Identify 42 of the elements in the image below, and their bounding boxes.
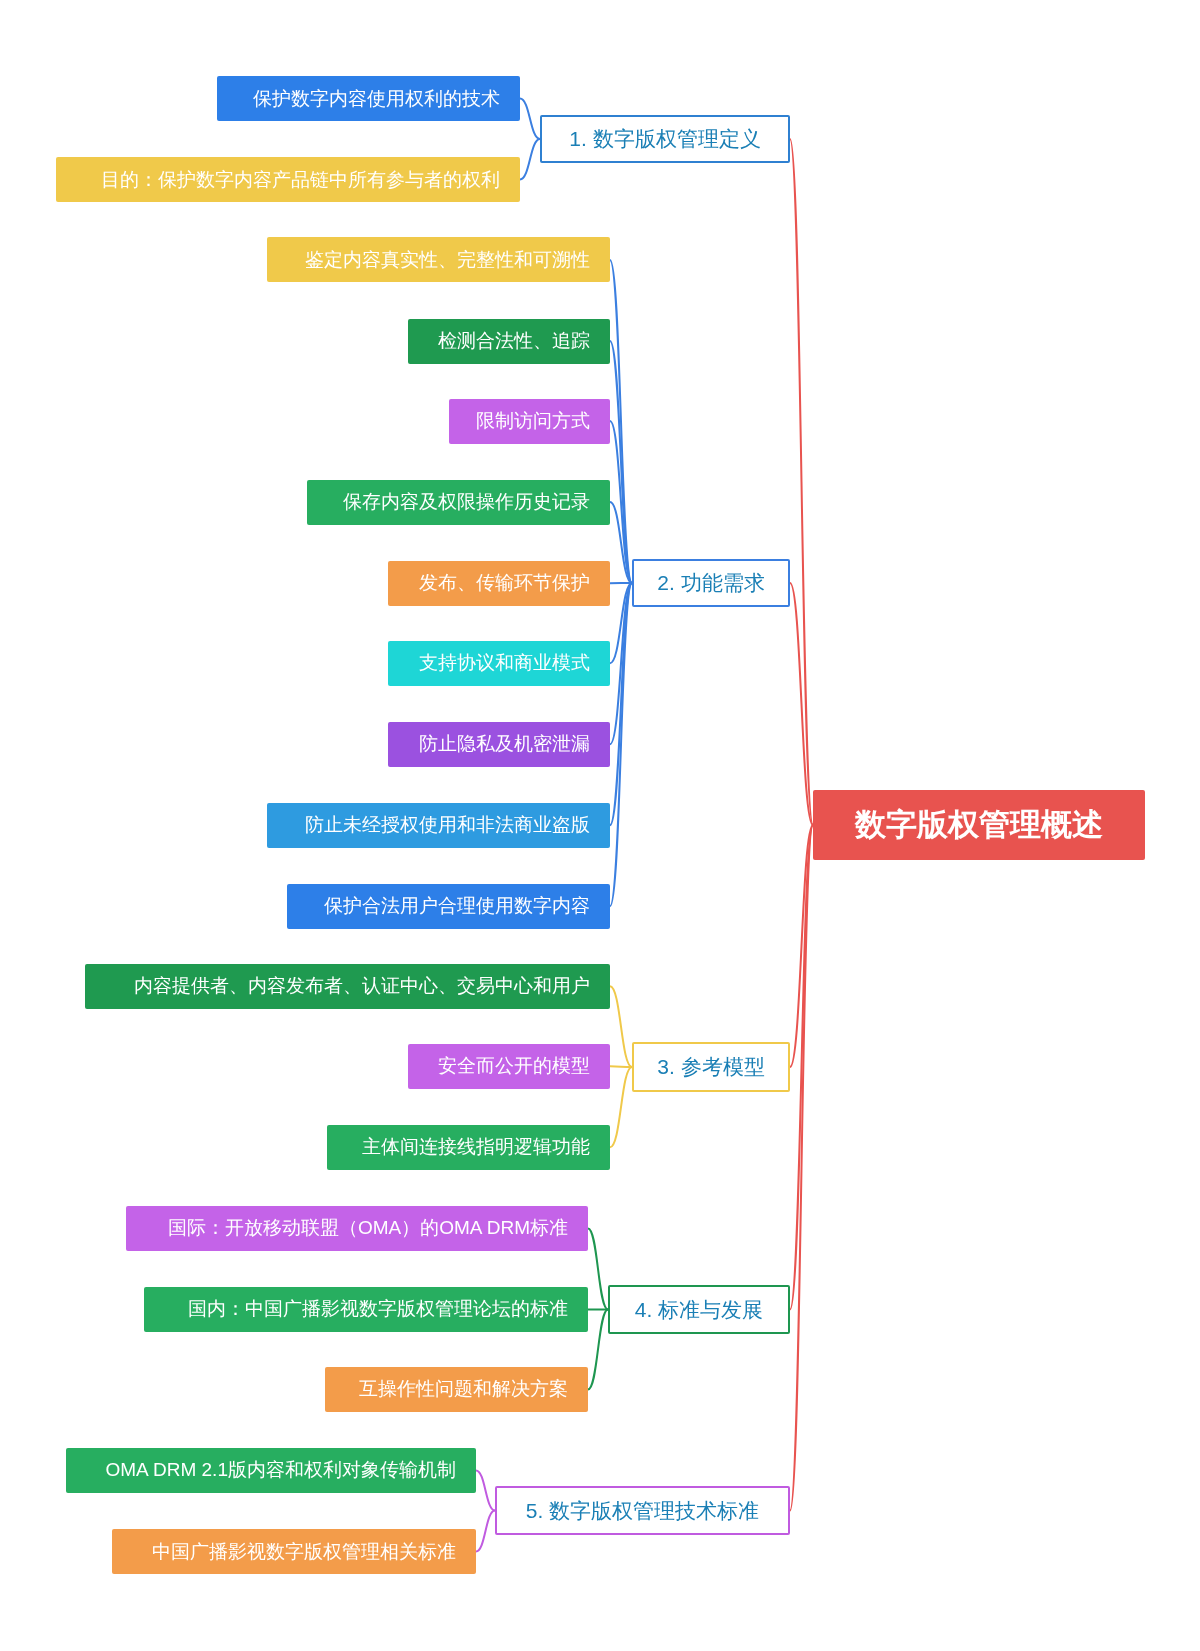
connector-line — [519, 138, 541, 181]
subtopic-box: 保护数字内容使用权利的技术 — [217, 76, 520, 121]
subtopic-box: 限制访问方式 — [449, 398, 610, 444]
subtopic-box: 主体间连接线指明逻辑功能 — [327, 1124, 610, 1170]
connector-line — [609, 501, 633, 584]
subtopic-box: 检测合法性、追踪 — [408, 318, 610, 364]
branch-topic-box: 1. 数字版权管理定义 — [540, 115, 790, 163]
connector-line — [789, 582, 814, 826]
subtopic-box: 防止未经授权使用和非法商业盗版 — [267, 802, 610, 848]
subtopic-box: 中国广播影视数字版权管理相关标准 — [111, 1529, 476, 1575]
subtopic-box: OMA DRM 2.1版内容和权利对象传输机制 — [66, 1447, 476, 1493]
connector-line — [587, 1308, 609, 1391]
connector-line — [789, 824, 814, 1068]
branch-topic-box: 3. 参考模型 — [632, 1042, 790, 1092]
connector-line — [475, 1509, 496, 1553]
subtopic-box: 内容提供者、内容发布者、认证中心、交易中心和用户 — [85, 963, 610, 1009]
subtopic-box: 保护合法用户合理使用数字内容 — [287, 883, 610, 929]
branch-topic-box: 5. 数字版权管理技术标准 — [495, 1486, 790, 1535]
connector-line — [587, 1227, 609, 1311]
connector-line — [475, 1469, 496, 1512]
connector-line — [609, 1065, 633, 1068]
connector-line — [587, 1308, 609, 1311]
subtopic-box: 目的：保护数字内容产品链中所有参与者的权利 — [56, 157, 520, 202]
subtopic-box: 鉴定内容真实性、完整性和可溯性 — [267, 237, 610, 283]
connector-line — [609, 582, 633, 585]
branch-topic-box: 4. 标准与发展 — [608, 1285, 790, 1334]
root-topic-box: 数字版权管理概述 — [813, 790, 1145, 860]
subtopic-box: 互操作性问题和解决方案 — [325, 1366, 588, 1412]
connector-line — [609, 582, 633, 665]
subtopic-box: 安全而公开的模型 — [408, 1043, 610, 1089]
branch-topic-box: 2. 功能需求 — [632, 559, 790, 607]
connector-line — [609, 985, 633, 1068]
connector-line — [519, 97, 541, 140]
subtopic-box: 支持协议和商业模式 — [388, 640, 610, 686]
connector-line — [789, 138, 814, 826]
subtopic-box: 防止隐私及机密泄漏 — [388, 721, 610, 767]
subtopic-box: 国内：中国广播影视数字版权管理论坛的标准 — [144, 1286, 588, 1332]
connector-line — [609, 1066, 633, 1149]
subtopic-box: 保存内容及权限操作历史记录 — [307, 479, 610, 525]
connector-line — [789, 824, 814, 1311]
subtopic-box: 国际：开放移动联盟（OMA）的OMA DRM标准 — [126, 1205, 588, 1251]
subtopic-box: 发布、传输环节保护 — [388, 560, 610, 606]
